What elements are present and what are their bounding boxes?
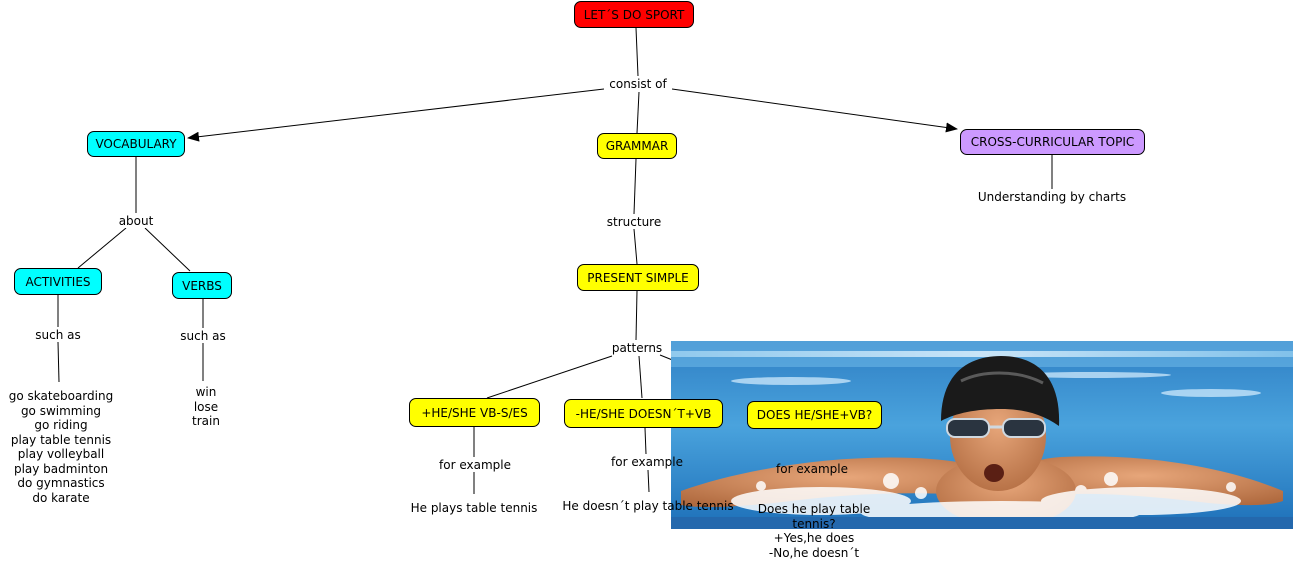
node-activities[interactable]: ACTIVITIES (14, 268, 102, 295)
leaf-understanding-by-charts: Understanding by charts (977, 190, 1127, 204)
question-example-line: -No,he doesn´t (768, 545, 860, 560)
activity-item: play badminton (13, 461, 109, 476)
node-question-pattern[interactable]: DOES HE/SHE+VB? (747, 401, 882, 429)
swimmer-butterfly-image (671, 341, 1293, 529)
line-consist-grammar (636, 91, 640, 134)
link-consist-of: consist of (604, 77, 672, 91)
node-cross-curricular-topic[interactable]: CROSS-CURRICULAR TOPIC (960, 129, 1145, 155)
link-for-example-question: for example (776, 462, 848, 476)
line-structure-present (633, 228, 638, 265)
leaf-example-affirmative: He plays table tennis (410, 501, 538, 515)
activity-item: go swimming (20, 403, 102, 418)
arrow-to-vocabulary (187, 88, 605, 142)
link-for-example-affirmative: for example (439, 458, 511, 472)
question-example-line: Does he play table (757, 502, 871, 516)
line-about-activities (77, 227, 127, 269)
line-neg-example (644, 427, 647, 455)
link-structure: structure (600, 215, 668, 229)
node-grammar[interactable]: GRAMMAR (597, 133, 677, 159)
activity-item: play volleyball (17, 447, 105, 461)
activity-item: do gymnastics (17, 476, 105, 490)
leaf-example-negative: He doesn´t play table tennis (562, 499, 734, 513)
line-root-consist (635, 27, 639, 77)
line-patterns-affirmative (486, 355, 613, 399)
leaf-example-question: Does he play table tennis? +Yes,he does … (750, 502, 878, 560)
verb-item: win (195, 385, 217, 399)
link-such-as-activities: such as (28, 328, 88, 342)
node-affirmative-pattern[interactable]: +HE/SHE VB-S/ES (409, 398, 540, 427)
question-example-line: tennis? (792, 516, 836, 531)
swimmer-photo (671, 341, 1293, 529)
line-about-verbs (144, 227, 191, 272)
leaf-verbs-list: win lose train (176, 385, 236, 429)
leaf-activities-list: go skateboarding go swimming go riding p… (0, 389, 122, 505)
node-present-simple[interactable]: PRESENT SIMPLE (577, 264, 699, 291)
link-such-as-verbs: such as (173, 329, 233, 343)
node-verbs[interactable]: VERBS (172, 272, 232, 299)
node-negative-pattern[interactable]: -HE/SHE DOESN´T+VB (564, 399, 723, 428)
line-suchas-list (57, 341, 60, 383)
verb-item: train (192, 414, 220, 428)
line-patterns-negative (638, 355, 643, 399)
link-for-example-negative: for example (611, 455, 683, 469)
verb-item: lose (193, 399, 219, 414)
activity-item: go skateboarding (8, 389, 114, 403)
link-patterns: patterns (611, 341, 663, 355)
line-example-neg (647, 469, 650, 493)
node-vocabulary[interactable]: VOCABULARY (87, 131, 185, 157)
line-grammar-structure (633, 158, 637, 215)
activity-item: go riding (34, 418, 88, 432)
activity-item: play table tennis (10, 432, 112, 447)
arrow-to-cross (671, 88, 958, 133)
link-about: about (112, 214, 160, 228)
line-present-patterns (635, 290, 638, 341)
question-example-line: +Yes,he does (773, 531, 855, 545)
node-lets-do-sport[interactable]: LET´S DO SPORT (574, 1, 694, 28)
activity-item: do karate (32, 490, 90, 505)
